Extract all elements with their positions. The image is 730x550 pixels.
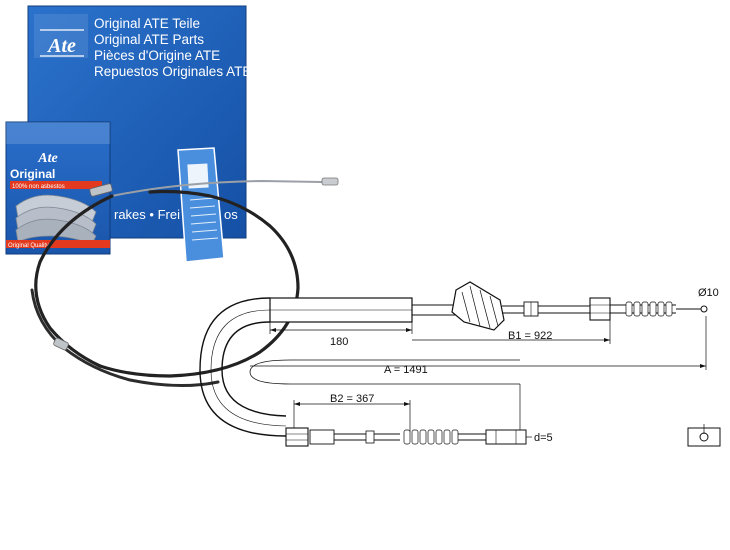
dim-label-b2: B2 = 367 [330,393,374,405]
end-barrel [485,429,527,445]
instruction-leaflet [177,147,225,263]
box-band-text-tail: os [224,207,238,222]
box-line-de: Original ATE Teile [94,16,200,31]
small-ate-box: Ate Original 100% non asbestos Original … [5,121,111,255]
dimension-lines [250,316,707,438]
box-line-en: Original ATE Parts [94,32,204,47]
small-box-subtitle: 100% non asbestos [12,184,65,190]
bellows-boot [451,281,505,331]
small-box-logo: Ate [37,151,57,166]
dim-label-b1: B1 = 922 [508,330,552,342]
dim-label-a: A = 1491 [384,364,428,376]
small-box-bottom-text: Original Quality [8,243,49,249]
small-box-title: Original [10,167,55,181]
brake-pads-icon [15,194,97,245]
hex-fitting-top [589,297,611,321]
box-line-fr: Pièces d'Origine ATE [94,48,220,63]
technical-drawing [199,281,721,447]
dim-label-diameter: Ø10 [698,287,719,299]
box-band-text: rakes • Frei [114,207,180,222]
sheath-bend-inner [221,321,287,417]
sheath-bend-outer [199,297,287,437]
dim-label-180: 180 [330,336,348,348]
hex-fitting-bottom [285,427,309,447]
dim-label-d: d=5 [534,432,553,444]
box-line-es: Repuestos Originales ATE [94,64,251,79]
small-box-red-strip [10,181,102,189]
ate-logo: Ate [34,14,88,58]
ate-logo-text: Ate [46,35,76,57]
handbrake-cable-photo [30,177,339,388]
inner-u-lines [249,359,520,385]
small-box-bottom-strip [6,240,110,248]
